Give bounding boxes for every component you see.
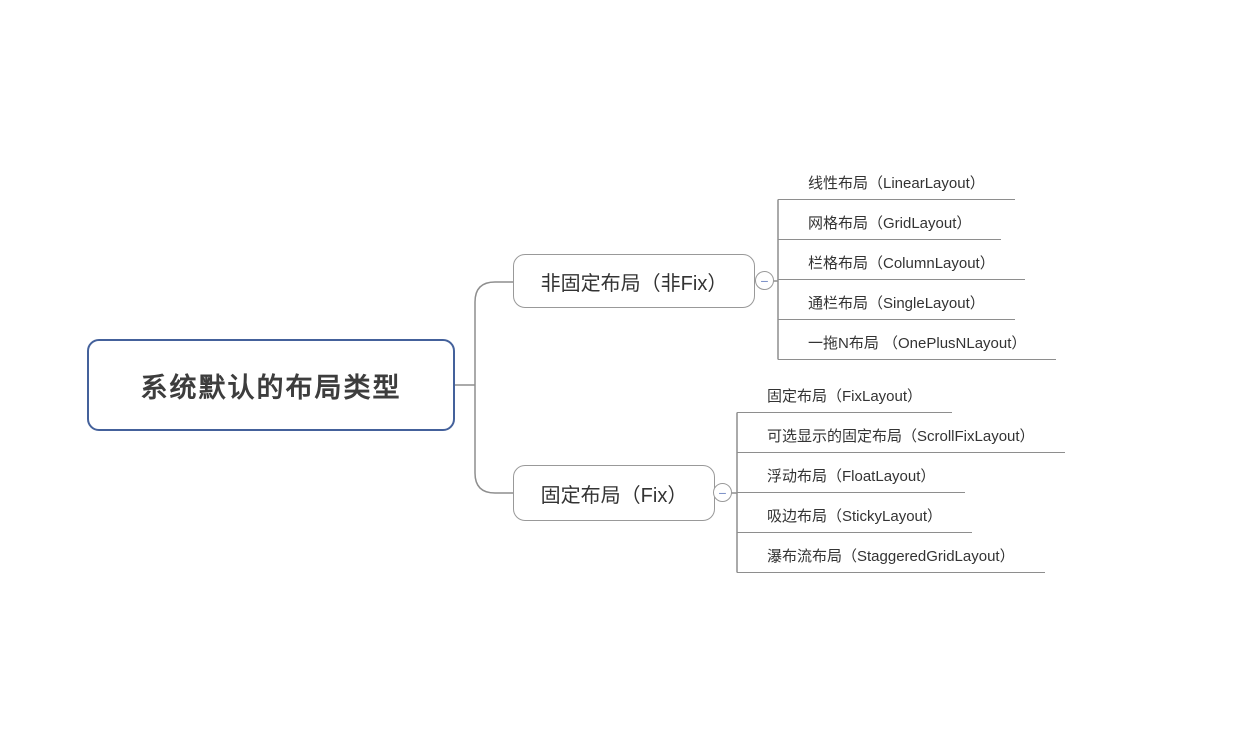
collapse-button-non-fix[interactable]: − (755, 271, 774, 290)
leaf-group-fix: 固定布局（FixLayout） 可选显示的固定布局（ScrollFixLayou… (737, 373, 1065, 573)
branch-topic-non-fix-label: 非固定布局（非Fix） (540, 272, 728, 295)
leaf-topic[interactable]: 瀑布流布局（StaggeredGridLayout） (737, 533, 1045, 573)
leaf-group-non-fix: 线性布局（LinearLayout） 网格布局（GridLayout） 栏格布局… (778, 160, 1057, 360)
leaf-topic[interactable]: 栏格布局（ColumnLayout） (778, 240, 1025, 280)
root-topic[interactable]: 系统默认的布局类型 (87, 339, 455, 431)
collapse-button-fix[interactable]: − (713, 483, 732, 502)
leaf-topic[interactable]: 固定布局（FixLayout） (737, 373, 953, 413)
leaf-topic[interactable]: 一拖N布局 （OnePlusNLayout） (778, 320, 1057, 360)
leaf-topic[interactable]: 吸边布局（StickyLayout） (737, 493, 973, 533)
root-branch-connector (455, 281, 513, 494)
branch-topic-fix-label: 固定布局（Fix） (540, 484, 688, 507)
minus-icon: − (718, 484, 727, 501)
minus-icon: − (760, 272, 769, 289)
root-topic-label: 系统默认的布局类型 (140, 372, 402, 403)
branch-topic-fix[interactable]: 固定布局（Fix） (513, 465, 715, 521)
leaf-topic[interactable]: 通栏布局（SingleLayout） (778, 280, 1015, 320)
leaf-topic[interactable]: 浮动布局（FloatLayout） (737, 453, 966, 493)
branch-topic-non-fix[interactable]: 非固定布局（非Fix） (513, 254, 755, 308)
leaf-topic[interactable]: 可选显示的固定布局（ScrollFixLayout） (737, 413, 1065, 453)
leaf-topic[interactable]: 网格布局（GridLayout） (778, 200, 1002, 240)
leaf-topic[interactable]: 线性布局（LinearLayout） (778, 160, 1015, 200)
